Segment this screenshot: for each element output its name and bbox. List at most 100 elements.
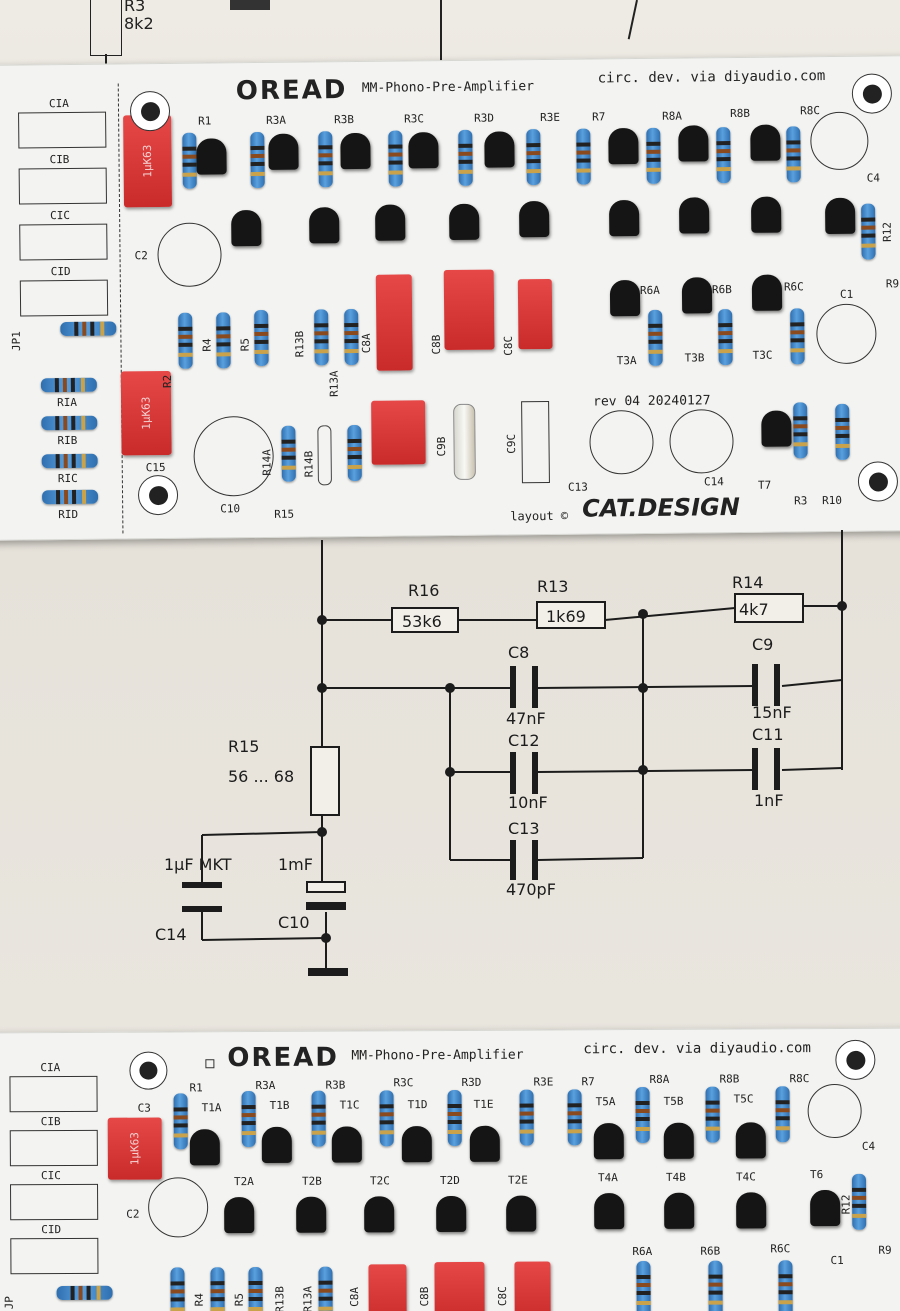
c8-label: C8 bbox=[508, 643, 529, 662]
resistor-r16-symbol bbox=[391, 607, 459, 633]
t1e-label: T1E bbox=[473, 1097, 494, 1111]
resistor-r3b bbox=[311, 1090, 326, 1147]
cap-box-cid: CID bbox=[10, 1223, 99, 1275]
c10-value: 1mF bbox=[278, 855, 313, 874]
c8a-label: C8A bbox=[347, 1287, 362, 1307]
dark-block bbox=[230, 0, 270, 10]
junction-dot bbox=[638, 683, 648, 693]
r13-label: R13 bbox=[537, 577, 568, 596]
t5c-label: T5C bbox=[733, 1092, 754, 1106]
cap-c10-plate bbox=[306, 881, 346, 893]
cap-c9-plate bbox=[752, 664, 758, 706]
resistor-r12 bbox=[851, 1173, 867, 1230]
resistor-jp bbox=[56, 1285, 113, 1301]
junction-dot bbox=[321, 933, 331, 943]
r14-value: 4k7 bbox=[739, 600, 769, 619]
pcb-bottom: OREAD MM-Phono-Pre-Amplifier circ. dev. … bbox=[0, 1027, 900, 1311]
cia-label: CIA bbox=[40, 1061, 61, 1075]
r8b-label: R8B bbox=[719, 1072, 740, 1086]
film-cap-c8c bbox=[514, 1261, 551, 1311]
r1-label: R1 bbox=[189, 1081, 203, 1095]
transistor-t2c bbox=[364, 1196, 395, 1233]
c8-value: 47nF bbox=[506, 709, 546, 728]
r13-value: 1k69 bbox=[546, 607, 586, 626]
t4a-label: T4A bbox=[597, 1171, 618, 1185]
c14-label: C14 bbox=[155, 925, 187, 944]
c8b-label: C8B bbox=[417, 1286, 432, 1307]
junction-dot bbox=[445, 767, 455, 777]
resistor-r14-symbol bbox=[734, 593, 804, 623]
ground-symbol bbox=[308, 968, 348, 976]
t4b-label: T4B bbox=[665, 1170, 686, 1184]
transistor-t5c bbox=[735, 1122, 766, 1159]
transistor-t1e bbox=[469, 1125, 500, 1162]
t1d-label: T1D bbox=[407, 1098, 428, 1112]
cap-c11-plate bbox=[752, 748, 758, 790]
credit-text: circ. dev. via diyaudio.com bbox=[583, 1040, 811, 1058]
c13-value: 470pF bbox=[506, 880, 556, 899]
r13b-label: R13B bbox=[273, 1286, 287, 1311]
cap-c14-plate bbox=[182, 882, 222, 888]
resistor-r8a bbox=[635, 1086, 650, 1144]
r13a-label: R13A bbox=[301, 1285, 315, 1311]
brand-title: OREAD bbox=[227, 1042, 340, 1074]
transistor-t2a bbox=[224, 1197, 255, 1234]
jp-label: JP bbox=[2, 1296, 16, 1310]
c3-label: C3 bbox=[137, 1101, 151, 1115]
t2e-label: T2E bbox=[507, 1173, 528, 1187]
resistor-r8c bbox=[775, 1086, 790, 1143]
r6a-label: R6A bbox=[632, 1244, 653, 1259]
cap-c14-plate bbox=[182, 906, 222, 912]
resistor-r8b bbox=[705, 1086, 720, 1143]
transistor-t4c bbox=[736, 1192, 767, 1229]
cap-c8-plate bbox=[510, 666, 516, 708]
resistor-r15-symbol bbox=[310, 746, 340, 816]
t2a-label: T2A bbox=[233, 1175, 254, 1189]
cap-c12-plate bbox=[510, 752, 516, 794]
c2-label: C2 bbox=[126, 1207, 140, 1221]
cap-c8-plate bbox=[532, 666, 538, 708]
junction-dot bbox=[837, 601, 847, 611]
resistor-r3a bbox=[241, 1091, 256, 1148]
board-subtitle: MM-Phono-Pre-Amplifier bbox=[351, 1047, 524, 1064]
elco-c2 bbox=[147, 1177, 209, 1238]
cap-c13-plate bbox=[510, 840, 516, 880]
r15-label: R15 bbox=[228, 737, 259, 756]
r3-label: R3 bbox=[124, 0, 146, 15]
mounting-hole bbox=[835, 1039, 876, 1080]
c1-label: C1 bbox=[830, 1253, 844, 1268]
r5-label: R5 bbox=[232, 1292, 246, 1307]
resistor-r13b bbox=[248, 1266, 263, 1311]
t4c-label: T4C bbox=[735, 1170, 756, 1184]
resistor-r6b bbox=[708, 1260, 723, 1311]
junction-dot bbox=[317, 683, 327, 693]
transistor-t5a bbox=[593, 1123, 624, 1160]
r6c-label: R6C bbox=[770, 1242, 791, 1256]
resistor-r3d bbox=[447, 1089, 462, 1147]
resistor-r3c bbox=[379, 1090, 394, 1147]
t5b-label: T5B bbox=[663, 1094, 684, 1108]
c9-label: C9 bbox=[752, 635, 773, 654]
r8c-label: R8C bbox=[789, 1072, 810, 1086]
r8a-label: R8A bbox=[649, 1072, 670, 1086]
c8c-label: C8C bbox=[495, 1286, 510, 1307]
r9-label: R9 bbox=[878, 1243, 892, 1257]
r3b-label: R3B bbox=[325, 1078, 346, 1092]
c4-label: C4 bbox=[861, 1139, 876, 1153]
transistor-t2e bbox=[506, 1195, 537, 1232]
cib-label: CIB bbox=[40, 1115, 61, 1129]
cap-c13-plate bbox=[532, 840, 538, 880]
junction-dot bbox=[638, 765, 648, 775]
transistor-t4a bbox=[594, 1193, 625, 1230]
r16-label: R16 bbox=[408, 581, 439, 600]
cic-label: CIC bbox=[40, 1169, 61, 1183]
junction-dot bbox=[638, 609, 648, 619]
square-pad bbox=[205, 1059, 215, 1069]
cid-label: CID bbox=[41, 1223, 62, 1237]
wire bbox=[440, 0, 442, 70]
transistor-t1a bbox=[189, 1129, 220, 1166]
r4-label: R4 bbox=[192, 1293, 206, 1307]
resistor-r7 bbox=[567, 1089, 582, 1146]
c12-value: 10nF bbox=[508, 793, 548, 812]
